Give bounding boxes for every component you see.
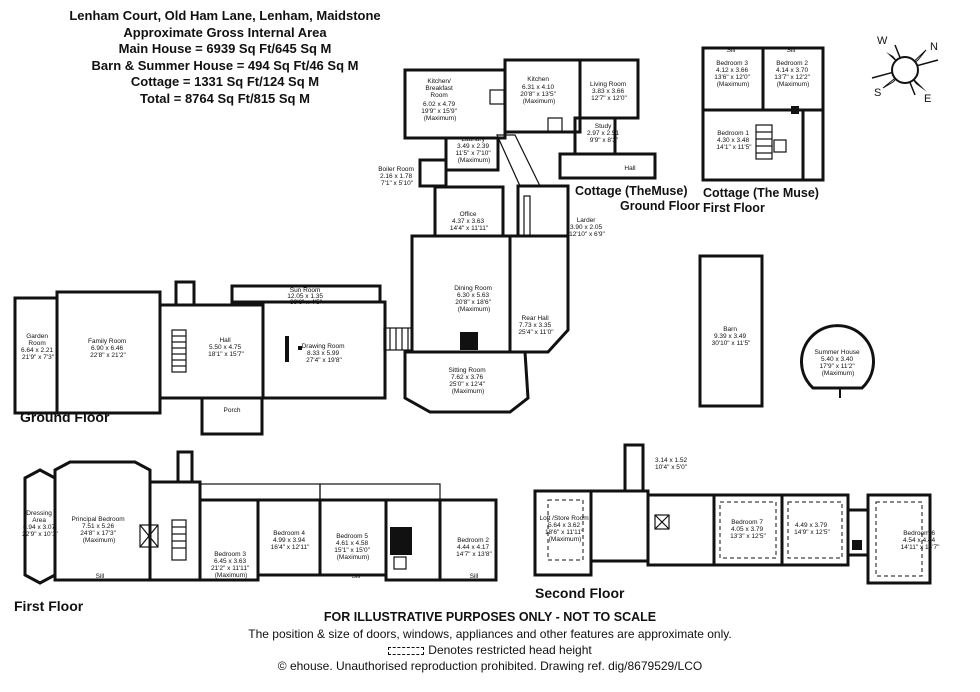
sill-label: Sill <box>470 573 479 580</box>
room-labels: Kitchen/ Breakfast Room 6.02 x 4.79 19'9… <box>21 47 940 580</box>
room-principal: Principal Bedroom 7.51 x 5.26 24'8" x 17… <box>72 516 127 544</box>
cottage-area: Cottage = 1331 Sq Ft/124 Sq M <box>130 74 320 89</box>
room-bedroom6: Bedroom 6 4.54 x 4.44 14'11" x 14'7" <box>901 530 940 551</box>
cottage-ground-label: Cottage (TheMuse) Ground Floor <box>575 184 700 214</box>
room-bedroom4: Bedroom 4 4.99 x 3.94 16'4" x 12'11" <box>271 530 310 551</box>
sill-label: Sill <box>352 573 361 580</box>
room-dining: Dining Room 6.30 x 5.63 20'8" x 18'6" (M… <box>454 285 493 313</box>
room-loft: Loft /Store Room 5.64 x 3.62 18'6" x 11'… <box>540 515 591 543</box>
room-drawing: Drawing Room 8.33 x 5.99 27'4" x 19'8" <box>302 343 347 364</box>
cottage-first-plan <box>701 46 825 182</box>
area-heading: Approximate Gross Internal Area <box>123 24 327 40</box>
room-kitchen: Kitchen 6.31 x 4.10 20'8" x 13'5" (Maxim… <box>520 76 557 105</box>
cottage-ground-plan <box>403 58 657 180</box>
cottage-first-label-line1: Cottage (The Muse) <box>703 186 819 200</box>
bedroom6-outline <box>866 493 932 585</box>
room-kitchen-breakfast: Kitchen/ Breakfast Room 6.02 x 4.79 19'9… <box>421 78 458 122</box>
cottage-first-label: Cottage (The Muse) First Floor <box>703 186 819 216</box>
boiler-room-outline <box>418 158 448 188</box>
larder-outline <box>516 184 570 238</box>
room-bedroom5: Bedroom 5 4.61 x 4.58 15'1" x 15'0" (Max… <box>334 533 371 561</box>
room-bedroom3: Bedroom 3 6.45 x 3.63 21'2" x 11'11" (Ma… <box>211 551 251 579</box>
cottage-first-label-line2: First Floor <box>703 201 765 215</box>
compass-e: E <box>924 93 931 105</box>
head-height-text: Denotes restricted head height <box>428 643 592 657</box>
room-dressing: Dressing Area 6.94 x 3.07 22'9" x 10'1" <box>22 510 58 538</box>
illustrative-notice: FOR ILLUSTRATIVE PURPOSES ONLY - NOT TO … <box>323 610 657 624</box>
room-unnamed: 4.49 x 3.79 14'9" x 12'5" <box>794 522 830 536</box>
cottage-ground-label-line2: Ground Floor <box>620 199 700 213</box>
room-garden: Garden Room 6.64 x 2.21 21'9" x 7'3" <box>21 333 55 361</box>
barn-summer-plan <box>698 254 875 408</box>
sill-label: Sill <box>96 573 105 580</box>
small-room-outline <box>623 443 645 493</box>
ground-floor-label: Ground Floor <box>20 409 110 425</box>
room-bedroom7: Bedroom 7 4.05 x 3.79 13'3" x 12'5" <box>730 519 766 540</box>
room-c-bedroom1: Bedroom 1 4.30 x 3.48 14'1" x 11'5" <box>716 130 752 151</box>
room-office: Office 4.37 x 3.63 14'4" x 11'11" <box>450 211 489 232</box>
dashed-box-icon <box>388 646 425 655</box>
room-summer-house: Summer House 5.40 x 3.40 17'9" x 11'2" (… <box>815 349 862 377</box>
room-barn: Barn 9.39 x 3.49 30'10" x 11'5" <box>712 326 751 347</box>
compass-s: S <box>874 87 881 99</box>
cottage-ground-label-line1: Cottage (TheMuse) <box>575 184 688 198</box>
main-house-area: Main House = 6939 Sq Ft/645 Sq M <box>118 41 332 56</box>
copyright: © ehouse. Unauthorised reproduction proh… <box>277 659 703 673</box>
second-floor-plan <box>533 443 932 585</box>
total-area: Total = 8764 Sq Ft/815 Sq M <box>140 90 310 106</box>
room-boiler: Boiler Room 2.16 x 1.78 7'1" x 5'10" <box>378 166 416 187</box>
cottage-hall-outline <box>558 152 657 180</box>
first-floor-plan <box>23 450 498 585</box>
room-porch: Porch <box>224 407 241 414</box>
office-outline <box>433 185 505 238</box>
room-bedroom2: Bedroom 2 4.44 x 4.17 14'7" x 13'8" <box>456 537 492 558</box>
sill-label: Sill <box>787 47 796 54</box>
address-title: Lenham Court, Old Ham Lane, Lenham, Maid… <box>69 8 381 23</box>
second-floor-label: Second Floor <box>535 585 625 601</box>
compass-w: W <box>877 35 888 47</box>
barn-summer-area: Barn & Summer House = 494 Sq Ft/46 Sq M <box>91 57 359 73</box>
room-sun: Sun Room 12.05 x 1.35 39'6" x 4'5" <box>287 287 325 306</box>
porch-outline <box>200 396 264 436</box>
room-hall: Hall 5.50 x 4.75 18'1" x 15'7" <box>208 337 244 358</box>
room-cottage-hall: Hall <box>624 165 636 172</box>
room-study: Study 2.97 x 2.51 9'9" x 8'3" <box>587 123 621 144</box>
room-c-bedroom2: Bedroom 2 4.14 x 3.70 13'7" x 12'2" (Max… <box>774 60 811 88</box>
room-living-room: Living Room 3.83 x 3.66 12'7" x 12'0" <box>590 81 628 102</box>
title-block: Lenham Court, Old Ham Lane, Lenham, Maid… <box>0 8 450 107</box>
sill-label: Sill <box>727 47 736 54</box>
summer-house-outline <box>800 324 875 390</box>
compass-n: N <box>930 41 938 53</box>
compass-icon: W N S E <box>871 35 939 105</box>
approximate-note: The position & size of doors, windows, a… <box>248 627 732 641</box>
room-small: 3.14 x 1.52 10'4" x 5'0" <box>655 457 689 471</box>
principal-bedroom-outline <box>53 460 152 582</box>
room-sitting: Sitting Room 7.62 x 3.76 25'0" x 12'4" (… <box>448 367 487 395</box>
head-height-legend: Denotes restricted head height <box>0 643 980 657</box>
first-floor-label: First Floor <box>14 598 84 614</box>
bedroom2-outline <box>438 498 498 582</box>
room-c-bedroom3: Bedroom 3 4.12 x 3.66 13'6" x 12'0" (Max… <box>714 60 751 88</box>
room-family: Family Room 6.90 x 6.46 22'8" x 21'2" <box>88 338 128 359</box>
room-laundry: Laundry 3.49 x 2.39 11'5" x 7'10" (Maxim… <box>456 136 493 164</box>
room-larder: Larder 3.90 x 2.05 12'10" x 6'9" <box>569 217 605 238</box>
barn-outline <box>698 254 764 408</box>
ground-floor-plan <box>13 134 570 436</box>
room-rear-hall: Rear Hall 7.73 x 3.35 25'4" x 11'0" <box>518 315 554 336</box>
